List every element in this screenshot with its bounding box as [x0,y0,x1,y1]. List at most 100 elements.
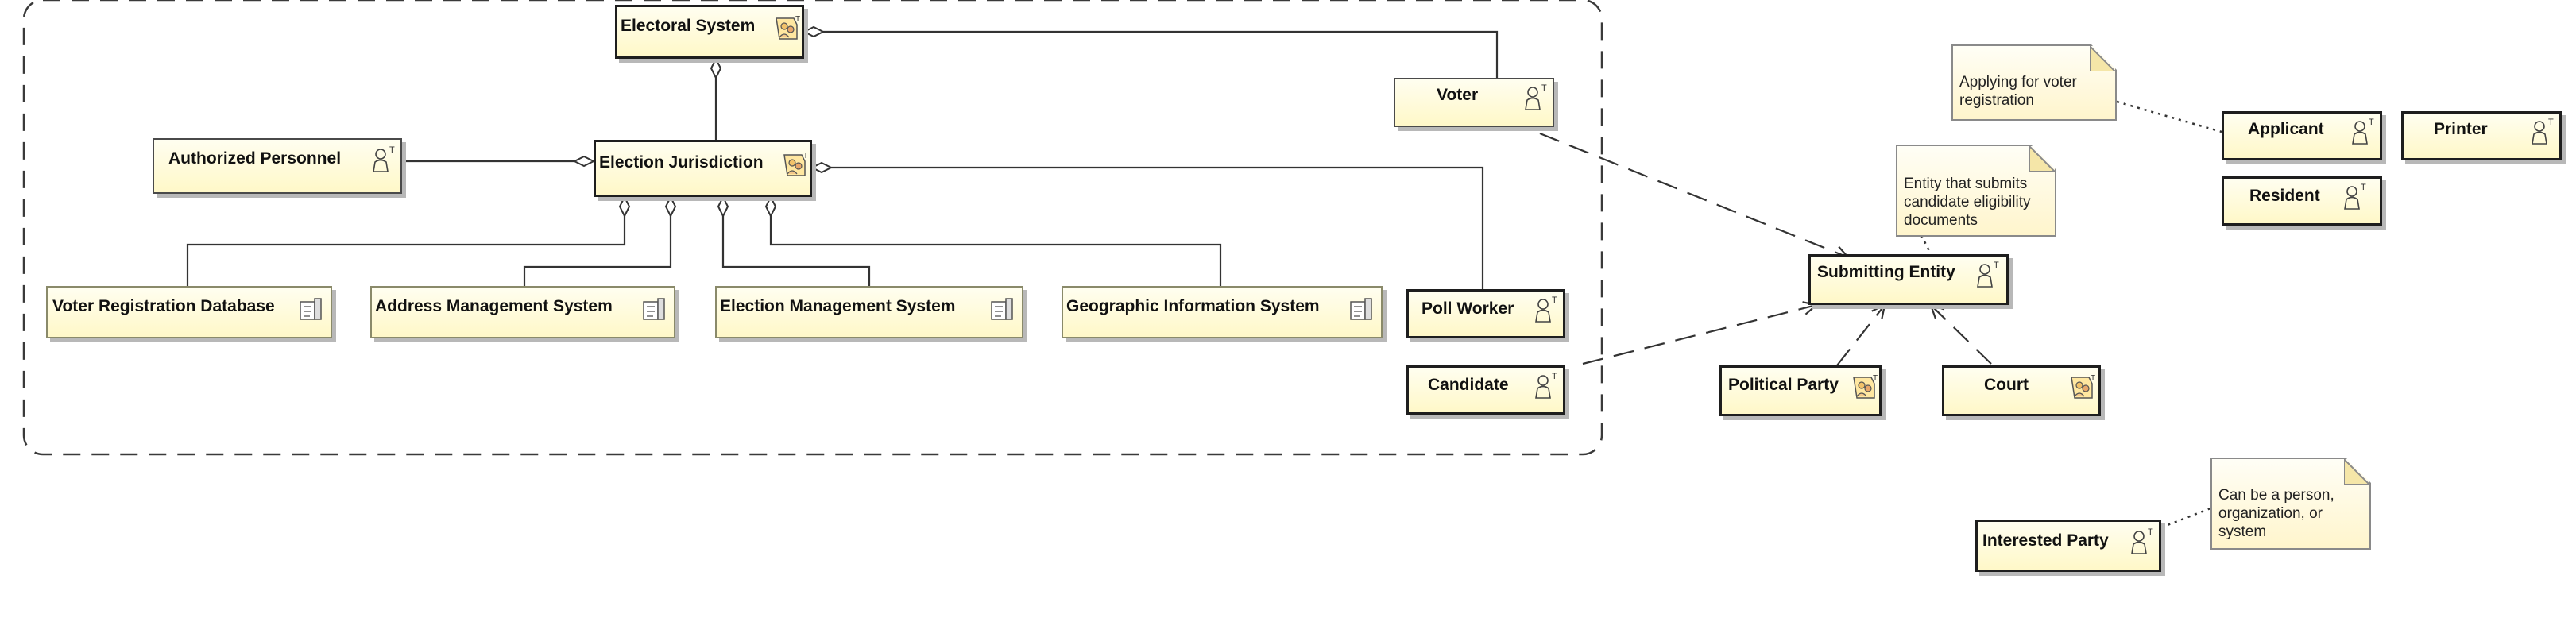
political-party-box[interactable]: Political Party T [1719,365,1882,416]
connector-gis-jurisdiction [769,197,1222,294]
actor-icon: T [2348,118,2375,145]
interested-party-box[interactable]: Interested Party T [1975,520,2161,572]
aggregation-diamonds [572,25,834,218]
diamond-jurisdiction-b3 [717,195,729,218]
diamond-jurisdiction-b1 [618,195,631,218]
svg-text:T: T [2148,527,2153,537]
connector-jurisdiction-pollworker [812,166,1484,291]
system-icon [988,295,1015,323]
svg-text:T: T [1552,295,1557,305]
note-line: Entity that submits [1904,176,2028,192]
svg-text:T: T [1994,261,1999,270]
system-icon [297,295,324,323]
diamond-jurisdiction-left [572,155,596,168]
submitting-entity-note[interactable]: Entity that submits candidate eligibilit… [1896,145,2056,237]
note-anchors [1920,100,2222,529]
connector-vrd-jurisdiction [186,197,626,294]
actor-icon: T [1973,261,2000,288]
dependency-party-submitting [1836,303,1886,366]
note-line: registration [1959,92,2034,109]
election-jurisdiction-box[interactable]: Election Jurisdiction T [594,140,812,197]
geographic-information-system-label: Geographic Information System [1066,297,1320,315]
system-icon [640,295,667,323]
diamond-jurisdiction-b2 [664,195,677,218]
connector-voter-electoral [804,30,1499,78]
anchor-applicant-note [2116,100,2222,133]
dependency-voter-submitting [1539,132,1851,260]
svg-text:T: T [795,15,800,24]
poll-worker-box[interactable]: Poll Worker T [1406,289,1565,338]
printer-box[interactable]: Printer T [2401,111,2562,160]
note-fold [2029,146,2055,172]
submitting-entity-label: Submitting Entity [1817,263,1955,281]
actor-icon: T [2127,527,2154,555]
diamond-electoral-right [802,25,826,38]
actor-icon: T [1521,83,1548,111]
candidate-label: Candidate [1428,376,1509,394]
poll-worker-label: Poll Worker [1421,299,1514,318]
svg-text:T: T [2369,118,2374,127]
dependency-court-submitting [1929,303,1992,365]
aggregation-connectors [186,30,1499,294]
organization-icon: T [2068,374,2095,401]
svg-text:T: T [2548,118,2554,127]
diamond-jurisdiction-b4 [764,195,777,218]
note-line: candidate eligibility [1904,194,2031,211]
svg-text:T: T [2091,374,2095,383]
svg-text:T: T [1552,372,1557,381]
note-line: documents [1904,212,1978,229]
svg-text:T: T [389,145,395,155]
actor-icon: T [1531,372,1558,400]
voter-label: Voter [1437,86,1479,104]
svg-text:T: T [2361,183,2366,192]
resident-label: Resident [2249,187,2320,205]
dependency-connectors [1539,132,1992,366]
organization-icon: T [773,15,800,42]
election-management-system-label: Election Management System [720,297,956,315]
system-boundary [22,0,1603,456]
connector-ams-jurisdiction [523,197,672,294]
address-management-system-box[interactable]: Address Management System [370,286,675,338]
applicant-box[interactable]: Applicant T [2222,111,2382,160]
voter-registration-database-label: Voter Registration Database [52,297,275,315]
authorized-personnel-box[interactable]: Authorized Personnel T [153,138,402,194]
note-line: Can be a person, [2218,487,2334,504]
address-management-system-label: Address Management System [375,297,613,315]
note-fold [2090,46,2115,71]
svg-text:T: T [803,152,808,160]
interested-party-note[interactable]: Can be a person, organization, or system [2210,458,2371,550]
applicant-note[interactable]: Applying for voter registration [1951,44,2117,121]
election-jurisdiction-label: Election Jurisdiction [599,153,764,172]
dependency-candidate-submitting [1582,301,1819,365]
svg-text:T: T [1873,374,1878,383]
election-management-system-box[interactable]: Election Management System [715,286,1023,338]
diamond-jurisdiction-right [810,161,834,174]
electoral-system-box[interactable]: Electoral System T [615,5,804,59]
actor-icon: T [2528,118,2555,145]
connector-ems-jurisdiction [721,197,871,294]
court-box[interactable]: Court T [1942,365,2101,416]
printer-label: Printer [2434,120,2488,138]
note-fold [2344,459,2369,485]
organization-icon: T [781,152,808,179]
actor-icon: T [1531,295,1558,323]
voter-box[interactable]: Voter T [1394,78,1554,127]
political-party-label: Political Party [1728,376,1839,394]
submitting-entity-box[interactable]: Submitting Entity T [1808,254,2009,305]
candidate-box[interactable]: Candidate T [1406,365,1565,415]
electoral-system-label: Electoral System [621,17,756,35]
system-icon [1348,295,1375,323]
court-label: Court [1984,376,2029,394]
interested-party-label: Interested Party [1982,531,2109,550]
resident-box[interactable]: Resident T [2222,176,2382,226]
note-line: organization, or [2218,505,2323,522]
voter-registration-database-box[interactable]: Voter Registration Database [46,286,332,338]
diamond-electoral-bottom [710,56,722,80]
actor-icon: T [369,145,396,173]
geographic-information-system-box[interactable]: Geographic Information System [1062,286,1383,338]
applicant-label: Applicant [2248,120,2324,138]
svg-text:T: T [1541,83,1547,93]
note-line: system [2218,523,2267,540]
authorized-personnel-label: Authorized Personnel [168,149,342,168]
